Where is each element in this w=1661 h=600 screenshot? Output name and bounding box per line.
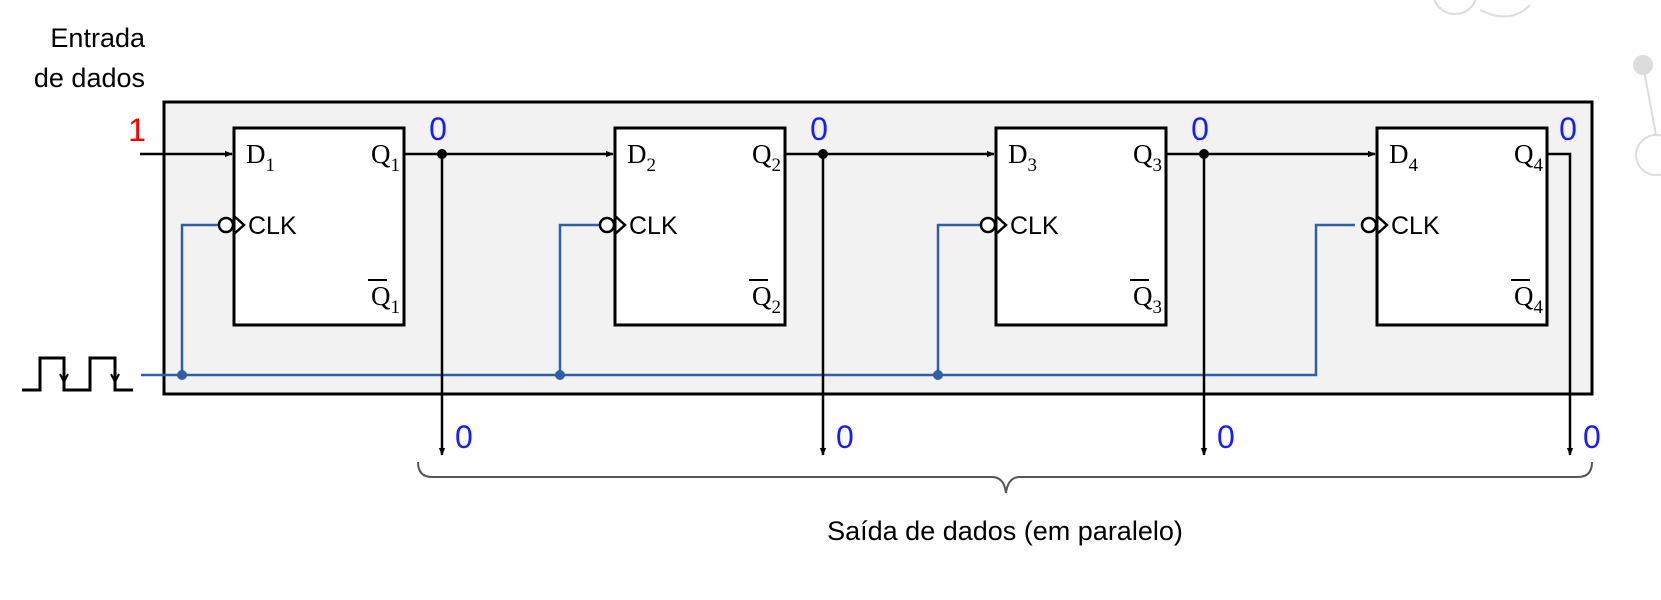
q-bar-output-label: Q2 bbox=[752, 281, 781, 318]
q-value: 0 bbox=[1559, 111, 1577, 147]
clock-edge-marker-1 bbox=[59, 373, 69, 385]
q-bar-output-label-letter: Q bbox=[371, 281, 391, 311]
clock-edge-marker-2 bbox=[110, 373, 120, 385]
q-output-label: Q4 bbox=[1514, 139, 1544, 176]
d-input-label-letter: D bbox=[1008, 139, 1028, 169]
output-value: 0 bbox=[455, 419, 473, 455]
q-bar-output-label-letter: Q bbox=[1514, 281, 1534, 311]
d-input-label-letter: D bbox=[627, 139, 647, 169]
clock-feed-wire bbox=[558, 223, 599, 375]
d-input-label-subscript: 1 bbox=[266, 155, 276, 176]
q-output-label-subscript: 3 bbox=[1153, 155, 1163, 176]
clock-inversion-bubble bbox=[1360, 216, 1378, 234]
d-input-label: D3 bbox=[1008, 139, 1037, 176]
flip-flop-box bbox=[232, 126, 406, 327]
output-value: 0 bbox=[836, 419, 854, 455]
d-input-label: D2 bbox=[627, 139, 656, 176]
input-label-line1: Entrada bbox=[50, 23, 146, 53]
d-input-label-letter: D bbox=[1389, 139, 1409, 169]
q-value: 0 bbox=[1191, 111, 1209, 147]
q-output-label-letter: Q bbox=[1133, 139, 1153, 169]
clk-label: CLK bbox=[1391, 212, 1440, 240]
input-label-line2: de dados bbox=[34, 63, 145, 93]
clock-feed-wire bbox=[936, 223, 980, 375]
parallel-output-wire bbox=[1547, 152, 1574, 456]
q-output-label: Q3 bbox=[1133, 139, 1162, 176]
clock-inversion-bubble bbox=[217, 216, 235, 234]
clock-junction-dot bbox=[933, 370, 943, 380]
q-bar-output-label-letter: Q bbox=[1133, 281, 1153, 311]
d-input-label-subscript: 4 bbox=[1409, 155, 1419, 176]
q-bar-output-label-subscript: 1 bbox=[391, 297, 401, 318]
q-bar-output-label: Q4 bbox=[1514, 281, 1544, 318]
clock-edge-triangle bbox=[233, 215, 246, 235]
clk-label: CLK bbox=[629, 212, 678, 240]
output-value: 0 bbox=[1217, 419, 1235, 455]
q-output-label-letter: Q bbox=[371, 139, 391, 169]
q-bar-output-label-subscript: 4 bbox=[1534, 297, 1544, 318]
flip-flop-box bbox=[613, 126, 787, 327]
q-bar-output-label-subscript: 2 bbox=[772, 297, 782, 318]
q-value: 0 bbox=[429, 111, 447, 147]
d-input-label: D4 bbox=[1389, 139, 1419, 176]
q-bar-output-label: Q1 bbox=[371, 281, 400, 318]
q-output-label-letter: Q bbox=[752, 139, 772, 169]
q-bar-output-label-letter: Q bbox=[752, 281, 772, 311]
q-output-label-subscript: 2 bbox=[772, 155, 782, 176]
d-input-label-subscript: 2 bbox=[647, 155, 657, 176]
q-value: 0 bbox=[810, 111, 828, 147]
flip-flop-box bbox=[1375, 126, 1549, 327]
clock-edge-triangle bbox=[995, 215, 1008, 235]
q-output-label: Q1 bbox=[371, 139, 400, 176]
clk-label: CLK bbox=[248, 212, 297, 240]
q-output-label-subscript: 4 bbox=[1534, 155, 1544, 176]
q-bar-output-label: Q3 bbox=[1133, 281, 1162, 318]
clk-label: CLK bbox=[1010, 212, 1059, 240]
decorative-circles bbox=[1433, 0, 1661, 176]
clock-edge-triangle bbox=[614, 215, 627, 235]
q-output-label: Q2 bbox=[752, 139, 781, 176]
d-input-label: D1 bbox=[246, 139, 275, 176]
clock-inversion-bubble bbox=[598, 216, 616, 234]
clock-junction-dot bbox=[177, 370, 187, 380]
output-value: 0 bbox=[1583, 419, 1601, 455]
flip-flop-box bbox=[994, 126, 1168, 327]
d-input-label-letter: D bbox=[246, 139, 266, 169]
output-caption: Saída de dados (em paralelo) bbox=[827, 516, 1183, 546]
q-output-label-subscript: 1 bbox=[391, 155, 401, 176]
clock-junction-dot bbox=[555, 370, 565, 380]
clock-waveform-icon bbox=[22, 356, 133, 392]
clock-edge-triangle bbox=[1376, 215, 1389, 235]
output-brace bbox=[417, 461, 1593, 494]
d-input-label-subscript: 3 bbox=[1028, 155, 1038, 176]
clock-inversion-bubble bbox=[979, 216, 997, 234]
input-value: 1 bbox=[128, 112, 146, 148]
clock-bus bbox=[141, 223, 1355, 377]
clock-feed-wire bbox=[180, 223, 218, 375]
q-bar-output-label-subscript: 3 bbox=[1153, 297, 1163, 318]
q-output-label-letter: Q bbox=[1514, 139, 1534, 169]
